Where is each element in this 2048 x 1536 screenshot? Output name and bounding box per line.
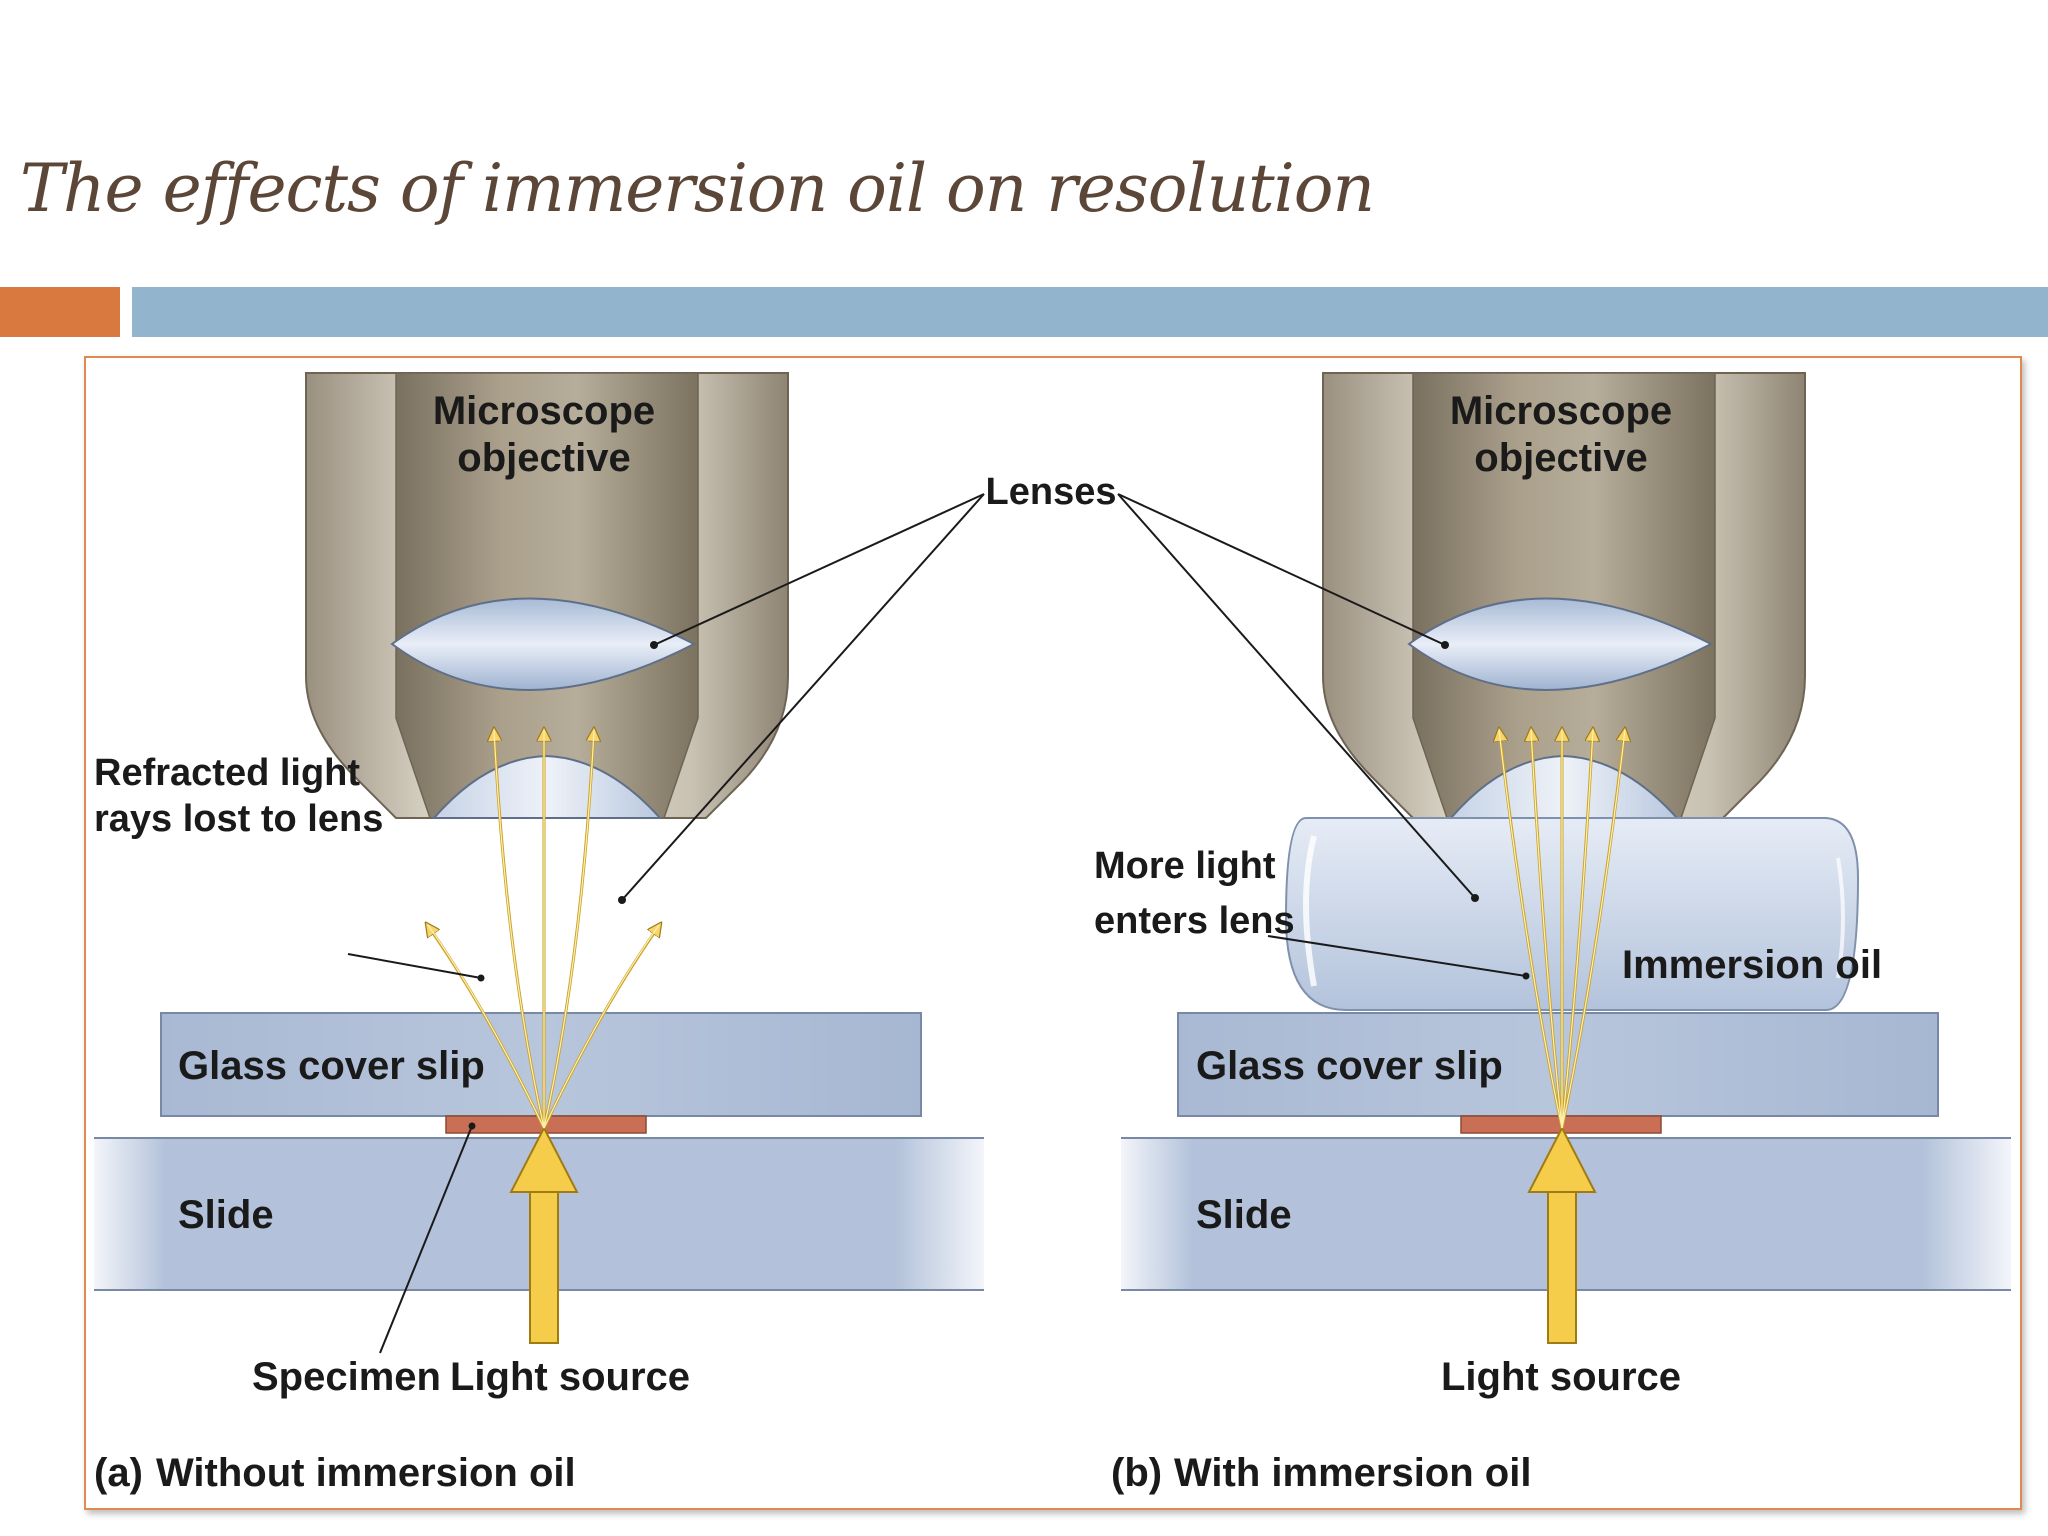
- accent-bar-blue: [132, 287, 2048, 337]
- lenses-label: Lenses: [986, 471, 1117, 513]
- panel-a: Microscope objective Refracted light ray…: [94, 372, 984, 1495]
- more-light-label-line1: More light: [1094, 845, 1276, 887]
- lens-front-a: [431, 754, 663, 819]
- slide-label-a: Slide: [178, 1193, 274, 1237]
- objective-label-b-line2: objective: [1474, 436, 1647, 480]
- objective-label-a-line2: objective: [457, 436, 630, 480]
- slide-label-b: Slide: [1196, 1193, 1292, 1237]
- light-source-label-b: Light source: [1441, 1355, 1681, 1399]
- caption-letter-b: (b): [1111, 1451, 1162, 1495]
- specimen-label: Specimen: [252, 1355, 441, 1399]
- cover-slip-label-b: Glass cover slip: [1196, 1044, 1503, 1088]
- accent-bar-orange: [0, 287, 120, 337]
- objective-label-a-line1: Microscope: [433, 389, 655, 433]
- cover-slip-label-a: Glass cover slip: [178, 1044, 485, 1088]
- refracted-label-line1: Refracted light: [94, 752, 360, 794]
- caption-letter-a: (a): [94, 1451, 143, 1495]
- light-source-arrow-b: [1547, 1189, 1577, 1344]
- more-light-label-line2: enters lens: [1094, 900, 1295, 942]
- diagram-figure: Microscope objective Refracted light ray…: [84, 356, 2022, 1510]
- caption-text-a: Without immersion oil: [156, 1451, 576, 1495]
- immersion-oil-diagram: Microscope objective Refracted light ray…: [94, 372, 2011, 1495]
- objective-inner-a: [395, 372, 699, 819]
- lenses-callout: Lenses: [618, 471, 1479, 904]
- light-source-label-a: Light source: [450, 1355, 690, 1399]
- cover-slip-a: [160, 1012, 922, 1117]
- refracted-label-line2: rays lost to lens: [94, 798, 383, 840]
- slide-title: The effects of immersion oil on resoluti…: [20, 150, 1375, 227]
- lens-upper-a: [390, 597, 697, 691]
- immersion-oil-label: Immersion oil: [1622, 943, 1882, 987]
- objective-label-b-line1: Microscope: [1450, 389, 1672, 433]
- caption-text-b: With immersion oil: [1174, 1451, 1531, 1495]
- immersion-oil-drop: [1284, 817, 1860, 1011]
- panel-b: Microscope objective More light enters l…: [1094, 372, 2011, 1495]
- lens-upper-b: [1407, 597, 1714, 691]
